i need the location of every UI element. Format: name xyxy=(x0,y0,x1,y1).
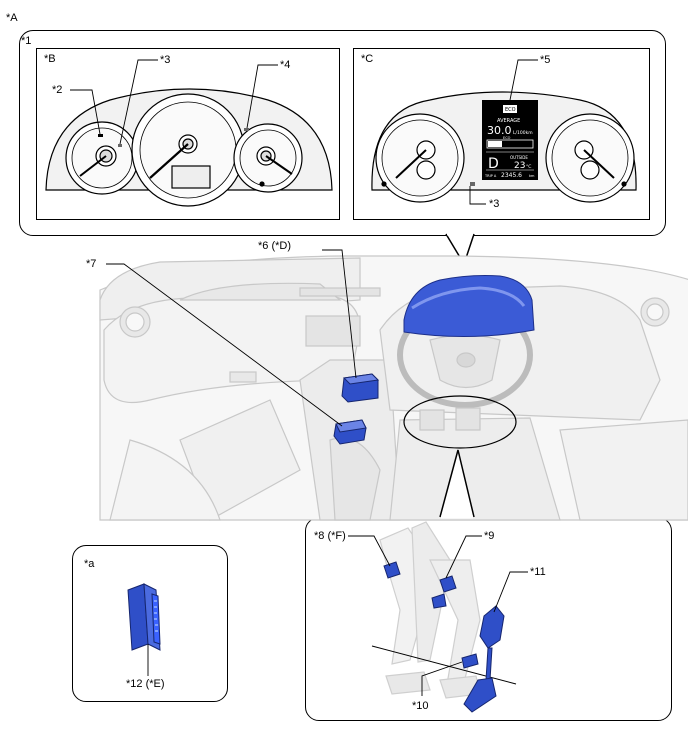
label-9: *9 xyxy=(484,530,495,542)
switch-9 xyxy=(439,575,457,593)
ecu-6 xyxy=(341,373,380,403)
vehicle-interior xyxy=(99,255,688,521)
label-8: *8 (*F) xyxy=(314,530,346,542)
label-a-upper: *A xyxy=(6,12,18,24)
outside-text: OUTSIDE xyxy=(510,155,528,160)
odometer-value-text: 2345.6 xyxy=(501,172,522,179)
label-b: *B xyxy=(44,53,56,65)
average-text: AVERAGE xyxy=(497,118,520,124)
gear-text: D xyxy=(488,156,499,172)
stop-light-switch-8 xyxy=(383,561,401,579)
average-value-text: 30.0 xyxy=(487,124,512,137)
connector-10 xyxy=(461,653,479,669)
pedal-area-callout xyxy=(403,395,517,449)
odometer-unit-text: km xyxy=(529,174,535,178)
average-unit-text: L/100km xyxy=(513,130,533,136)
temperature-text: 23 xyxy=(514,161,525,171)
accelerator-pedal xyxy=(463,677,497,713)
ecu-12 xyxy=(127,583,161,651)
label-7: *7 xyxy=(86,258,97,270)
label-6: *6 (*D) xyxy=(258,240,292,252)
eco-badge-text: ECO xyxy=(505,107,516,113)
label-4: *4 xyxy=(280,59,291,71)
label-11: *11 xyxy=(530,566,546,578)
label-2: *2 xyxy=(52,84,63,96)
switch-9b xyxy=(431,593,447,609)
meter-cluster-b xyxy=(45,88,333,207)
label-1: *1 xyxy=(21,35,32,47)
accelerator-sensor-11 xyxy=(479,605,505,649)
label-10: *10 xyxy=(412,700,429,712)
label-5: *5 xyxy=(540,54,551,66)
temperature-unit-text: °C xyxy=(526,164,531,170)
label-12: *12 (*E) xyxy=(126,678,165,690)
label-3-right: *3 xyxy=(489,198,500,210)
odometer-prefix-text: TRIP A xyxy=(484,174,497,178)
label-a-lower: *a xyxy=(84,558,95,570)
pedal-assembly xyxy=(379,521,481,699)
label-3-left: *3 xyxy=(160,54,171,66)
label-c: *C xyxy=(361,53,374,65)
eco-bar-text: ECO xyxy=(503,136,511,140)
